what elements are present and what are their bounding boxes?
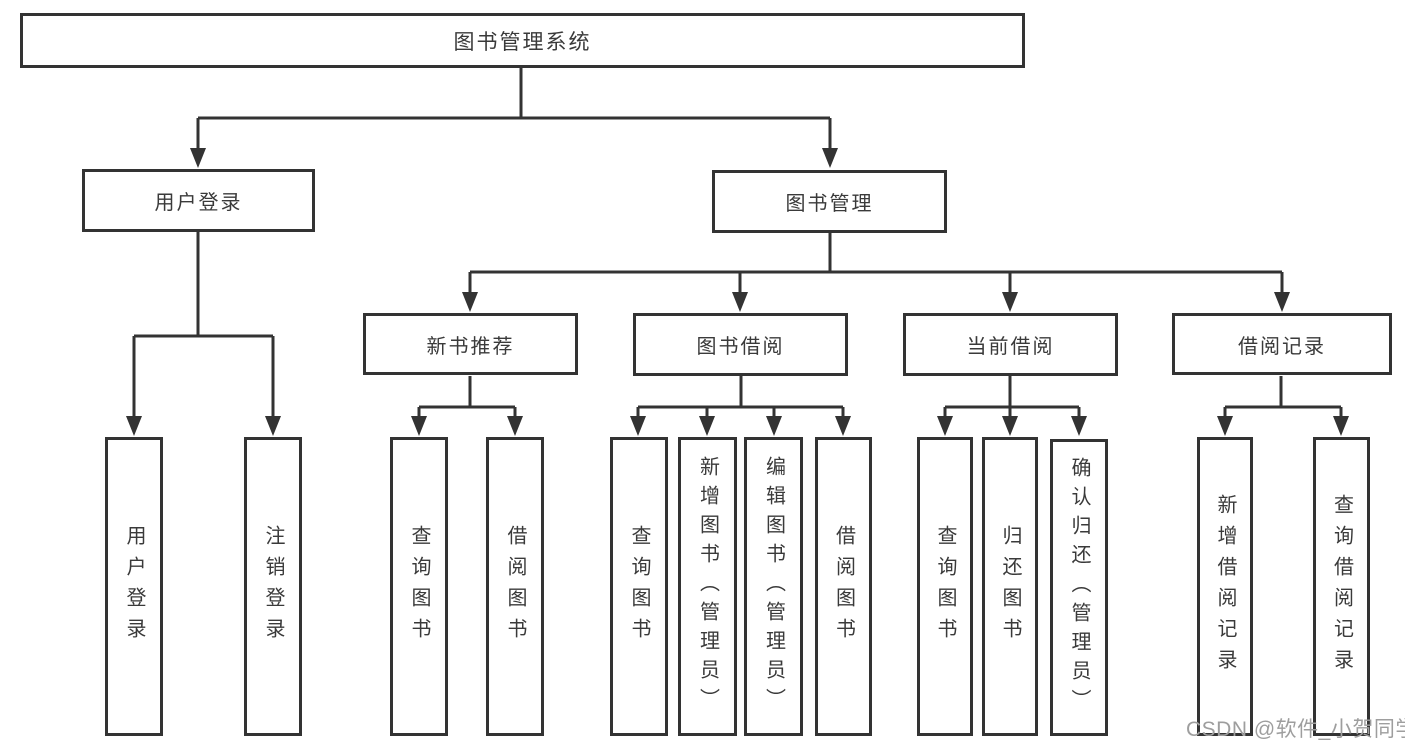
arrow-down-icon <box>630 416 646 436</box>
node-book-borrow: 图书借阅 <box>633 313 848 376</box>
arrow-down-icon <box>462 292 478 312</box>
arrow-down-icon <box>265 416 281 436</box>
arrow-down-icon <box>411 416 427 436</box>
node-current-borrow: 当前借阅 <box>903 313 1118 376</box>
leaf-add-book-admin: 新增图书（管理员） <box>678 437 737 736</box>
arrow-down-icon <box>937 416 953 436</box>
leaf-borrow-books: 借阅图书 <box>815 437 872 736</box>
node-user-login-branch: 用户登录 <box>82 169 315 232</box>
leaf-query-books-borrow: 查询图书 <box>610 437 668 736</box>
node-book-management-branch: 图书管理 <box>712 170 947 233</box>
connector-root-to-level2 <box>190 68 838 168</box>
arrow-down-icon <box>190 148 206 168</box>
arrow-down-icon <box>732 292 748 312</box>
connector-new-book-recommend-to-leaves <box>411 376 523 436</box>
leaf-logout: 注销登录 <box>244 437 302 736</box>
leaf-query-books-recommend: 查询图书 <box>390 437 448 736</box>
arrow-down-icon <box>1217 416 1233 436</box>
leaf-edit-book-admin: 编辑图书（管理员） <box>744 437 803 736</box>
leaf-query-borrow-record: 查询借阅记录 <box>1313 437 1370 736</box>
connector-borrow-records-to-leaves <box>1217 376 1349 436</box>
leaf-confirm-return-admin: 确认归还（管理员） <box>1050 439 1108 736</box>
leaf-borrow-books-recommend: 借阅图书 <box>486 437 544 736</box>
leaf-return-book: 归还图书 <box>982 437 1038 736</box>
connector-user-login-to-leaves <box>126 232 281 436</box>
leaf-user-login: 用户登录 <box>105 437 163 736</box>
arrow-down-icon <box>1274 292 1290 312</box>
leaf-add-borrow-record: 新增借阅记录 <box>1197 437 1253 736</box>
arrow-down-icon <box>126 416 142 436</box>
arrow-down-icon <box>699 416 715 436</box>
connector-book-borrow-to-leaves <box>630 376 851 436</box>
arrow-down-icon <box>1333 416 1349 436</box>
arrow-down-icon <box>1071 416 1087 436</box>
csdn-watermark: CSDN @软件_小贺同学 <box>1186 718 1405 741</box>
arrow-down-icon <box>766 416 782 436</box>
arrow-down-icon <box>835 416 851 436</box>
arrow-down-icon <box>1002 292 1018 312</box>
node-borrow-records: 借阅记录 <box>1172 313 1392 375</box>
arrow-down-icon <box>1002 416 1018 436</box>
leaf-query-books-current: 查询图书 <box>917 437 973 736</box>
node-book-management-system: 图书管理系统 <box>20 13 1025 68</box>
node-new-book-recommend: 新书推荐 <box>363 313 578 375</box>
connector-current-borrow-to-leaves <box>937 376 1087 436</box>
connector-book-management-to-sections <box>462 233 1290 312</box>
arrow-down-icon <box>507 416 523 436</box>
arrow-down-icon <box>822 148 838 168</box>
